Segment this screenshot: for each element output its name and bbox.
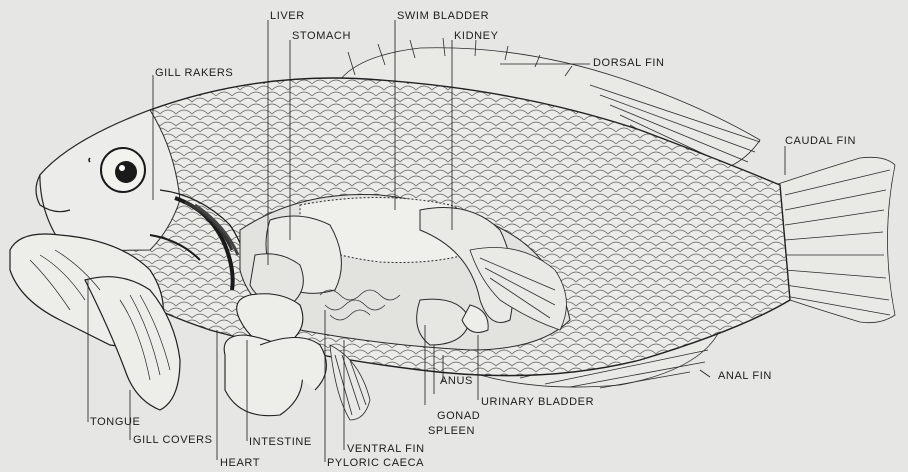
label-intestine: INTESTINE bbox=[249, 436, 312, 448]
label-kidney: KIDNEY bbox=[454, 30, 499, 42]
label-spleen: SPLEEN bbox=[428, 425, 475, 437]
label-stomach: STOMACH bbox=[292, 30, 351, 42]
label-gill-rakers: GILL RAKERS bbox=[155, 67, 233, 79]
eye bbox=[101, 148, 145, 192]
label-liver: LIVER bbox=[270, 10, 305, 22]
label-pyloric-caeca: PYLORIC CAECA bbox=[327, 457, 424, 469]
label-ventral-fin: VENTRAL FIN bbox=[347, 443, 425, 455]
label-heart: HEART bbox=[220, 457, 260, 469]
label-anus: ANUS bbox=[440, 375, 473, 387]
label-anal-fin: ANAL FIN bbox=[718, 370, 772, 382]
label-gill-covers: GILL COVERS bbox=[133, 434, 213, 446]
label-caudal-fin: CAUDAL FIN bbox=[785, 135, 856, 147]
label-tongue: TONGUE bbox=[90, 416, 140, 428]
label-swim-bladder: SWIM BLADDER bbox=[397, 10, 489, 22]
caudal-fin bbox=[775, 157, 895, 322]
label-urinary-bladder: URINARY BLADDER bbox=[481, 396, 594, 408]
label-gonad: GONAD bbox=[437, 410, 480, 422]
label-dorsal-fin: DORSAL FIN bbox=[593, 57, 665, 69]
